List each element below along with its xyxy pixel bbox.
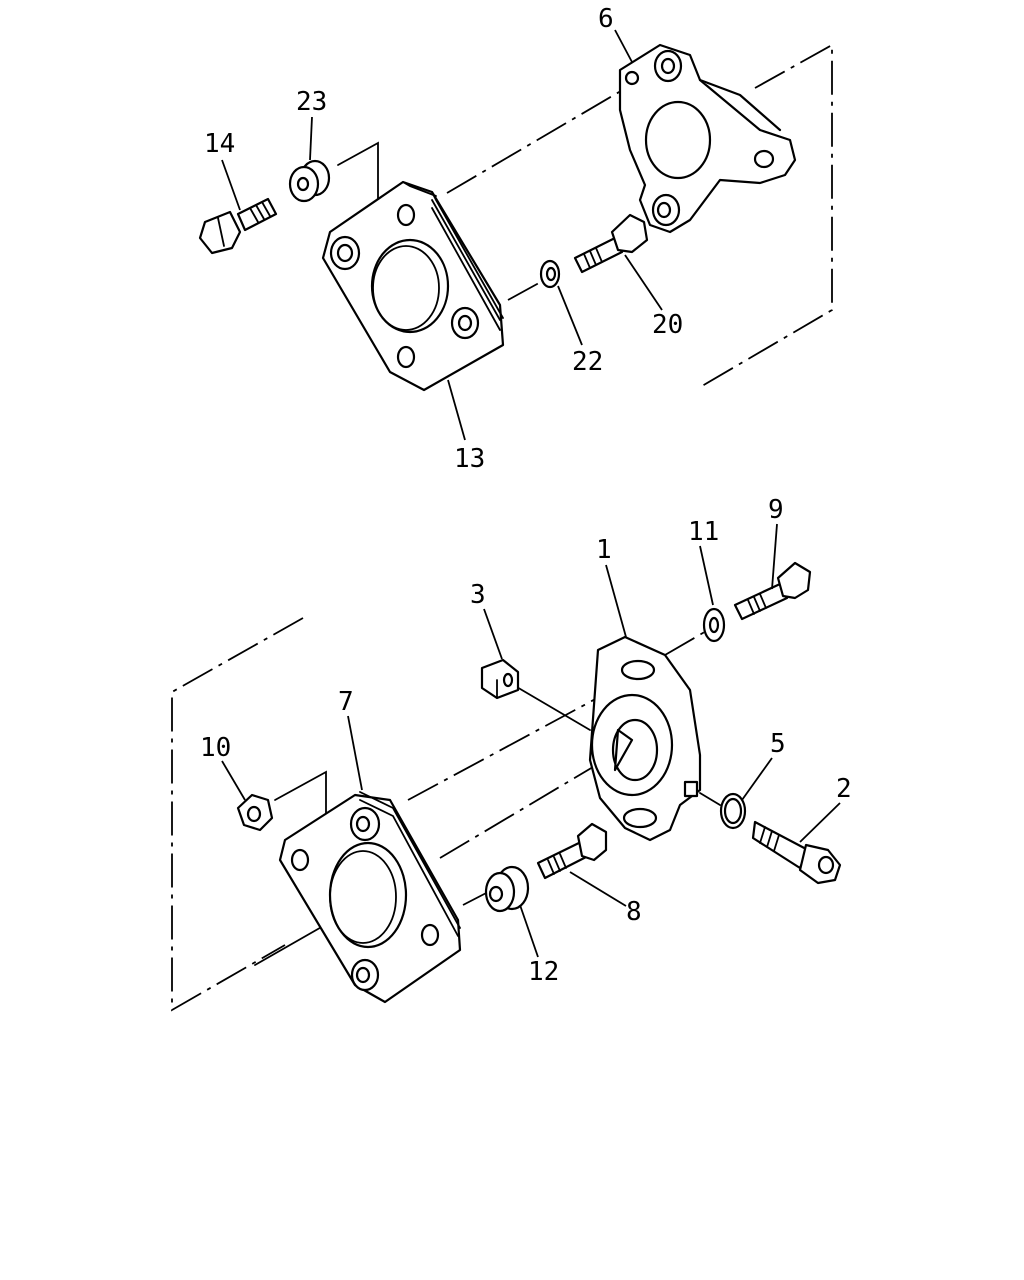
callout-5: 5	[770, 729, 786, 759]
part-5-washer	[719, 792, 747, 830]
part-22-washer	[539, 259, 561, 289]
leader-20	[624, 254, 663, 311]
callout-20: 20	[652, 310, 683, 340]
lower-assembly	[171, 523, 842, 1012]
part-13-flange	[321, 180, 505, 392]
leader-3	[483, 608, 503, 660]
callout-6: 6	[598, 4, 614, 34]
callout-10: 10	[200, 733, 231, 763]
callout-14: 14	[204, 129, 235, 159]
lower-bracket-line	[171, 617, 304, 1012]
callout-9: 9	[768, 495, 784, 525]
leader-12	[519, 904, 539, 958]
callout-12: 12	[528, 957, 559, 987]
leader-2	[799, 802, 841, 843]
callout-1: 1	[596, 535, 612, 565]
upper-bracket-line	[701, 43, 833, 387]
callout-8: 8	[626, 897, 642, 927]
callout-13: 13	[454, 444, 485, 474]
part-20-bolt	[573, 213, 649, 274]
leader-1	[605, 564, 627, 638]
part-12-spacer	[484, 865, 530, 913]
lower-axis-line-5	[509, 682, 591, 731]
part-2-bolt	[751, 820, 842, 885]
part-23-spacer	[288, 159, 331, 203]
part-11-washer	[702, 607, 726, 643]
upper-assembly	[198, 29, 833, 441]
upper-axis-line-2	[507, 277, 549, 301]
leader-7	[347, 715, 363, 791]
callout-labels: 6 23 14 20 22 13 9 11 1 3 7 10 5 2 8 12	[200, 4, 852, 987]
callout-22: 22	[572, 347, 603, 377]
leader-23	[309, 116, 313, 161]
part-9-bolt	[733, 561, 812, 621]
callout-11: 11	[688, 517, 719, 547]
part-1-pump	[588, 635, 702, 842]
leader-13	[447, 379, 466, 441]
leader-8	[569, 871, 627, 907]
leader-5	[741, 757, 773, 801]
leader-6	[614, 29, 633, 63]
upper-axis-line-1	[446, 67, 661, 194]
part-3-nut	[480, 658, 520, 700]
leader-10	[221, 760, 246, 801]
part-8-bolt	[536, 822, 608, 880]
part-14-bolt	[198, 197, 278, 255]
leader-11	[699, 545, 714, 606]
part-6-body	[618, 43, 797, 234]
callout-2: 2	[836, 774, 852, 804]
lower-axis-line-3	[664, 629, 709, 656]
lower-axis-line-6	[699, 792, 721, 806]
part-7-flange	[278, 791, 462, 1004]
part-10-nut	[236, 793, 274, 832]
callout-7: 7	[338, 687, 354, 717]
leader-14	[221, 159, 241, 211]
callout-3: 3	[470, 580, 486, 610]
leader-9	[771, 523, 778, 590]
callout-23: 23	[296, 87, 327, 117]
leader-22	[557, 285, 583, 346]
